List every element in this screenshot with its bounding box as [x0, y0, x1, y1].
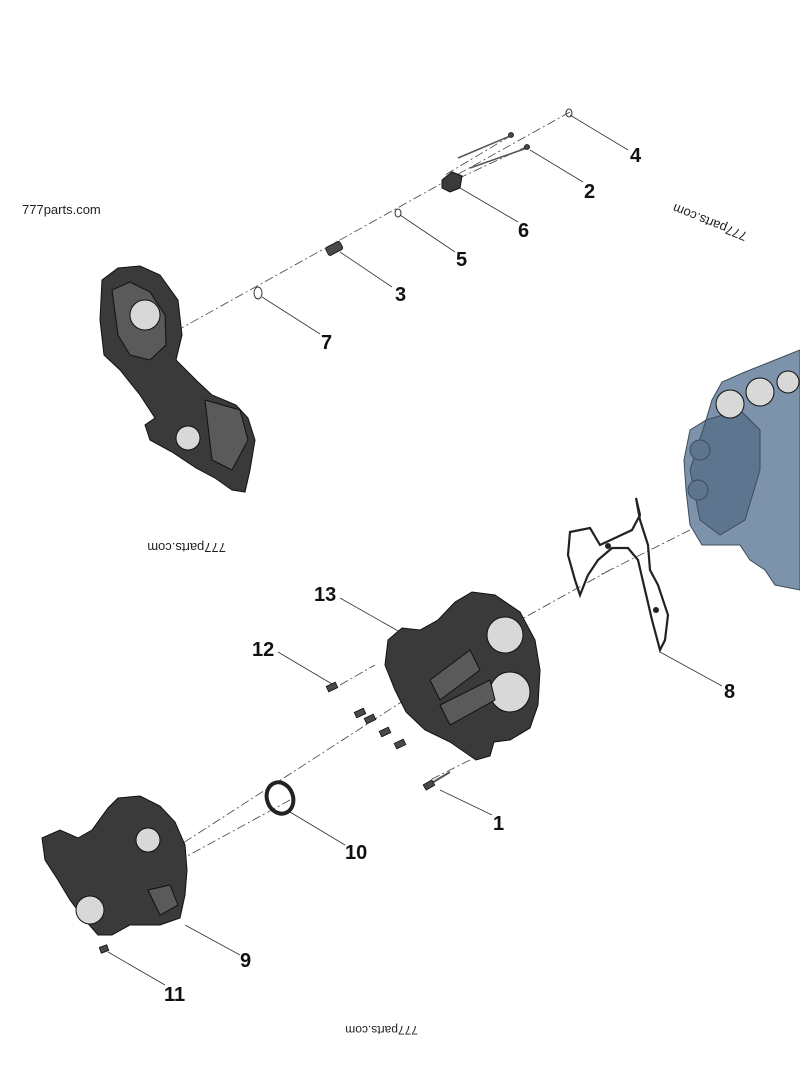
bolt-1 — [422, 771, 451, 791]
gear-housing-13 — [384, 591, 541, 761]
callout-10: 10 — [345, 842, 367, 864]
o-ring-7 — [253, 286, 263, 300]
watermark-bottom: 777parts.com — [345, 1023, 418, 1037]
fitting-3 — [325, 241, 344, 256]
bolt-2 — [457, 132, 530, 169]
front-cover-9 — [41, 795, 188, 936]
callout-5: 5 — [456, 249, 467, 271]
callout-1: 1 — [493, 813, 504, 835]
watermark-top-right: 777parts.com — [670, 201, 749, 244]
gear-housing-cover — [99, 265, 256, 493]
callout-7: 7 — [321, 332, 332, 354]
callout-3: 3 — [395, 284, 406, 306]
bolts-12 — [325, 681, 407, 750]
callout-12: 12 — [252, 639, 274, 661]
callout-8: 8 — [724, 681, 735, 703]
leader-lines — [107, 114, 723, 986]
bolt-11 — [98, 944, 110, 954]
watermark-middle: 777parts.com — [147, 540, 226, 555]
engine-block — [683, 349, 800, 591]
watermark-top-left: 777parts.com — [22, 202, 101, 217]
callout-6: 6 — [518, 220, 529, 242]
callout-13: 13 — [314, 584, 336, 606]
seal-10 — [264, 780, 296, 816]
flange-6 — [441, 171, 463, 193]
callout-4: 4 — [630, 145, 642, 167]
o-ring-5 — [394, 208, 402, 218]
o-ring-4 — [565, 108, 573, 118]
gasket-8 — [566, 497, 670, 654]
callout-9: 9 — [240, 950, 251, 972]
callout-2: 2 — [584, 181, 595, 203]
callout-11: 11 — [164, 984, 185, 1006]
